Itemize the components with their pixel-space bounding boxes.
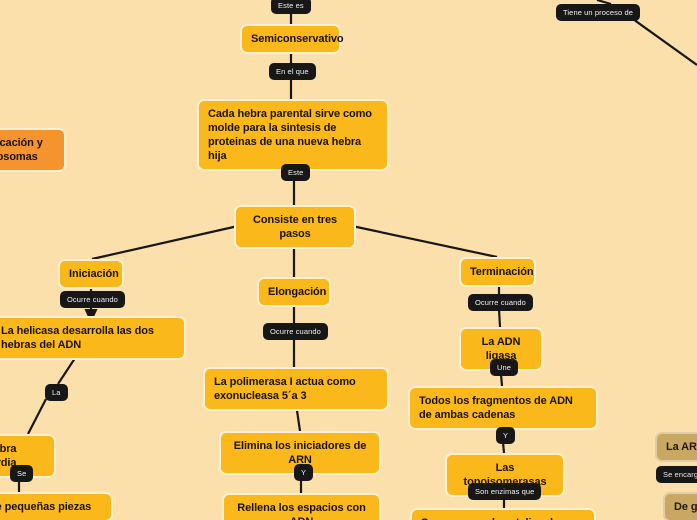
node-la-arn[interactable]: La AR <box>655 432 697 462</box>
node-fragmentos[interactable]: Todos los fragmentos de ADN de ambas cad… <box>408 386 598 430</box>
connector-y-frag[interactable]: Y <box>496 427 516 444</box>
node-terminacion[interactable]: Terminación <box>459 257 536 287</box>
connector-ocurre-cuando-ter[interactable]: Ocurre cuando <box>468 294 533 311</box>
node-molde[interactable]: Cada hebra parental sirve como molde par… <box>197 99 389 171</box>
node-iniciacion[interactable]: Iniciación <box>58 259 124 289</box>
node-helicasa[interactable]: La helicasa desarrolla las dos hebras de… <box>0 316 186 360</box>
edge-la-hebratardia <box>27 398 47 435</box>
connector-la[interactable]: La <box>45 384 68 401</box>
connector-y-elimina[interactable]: Y <box>294 464 314 481</box>
node-rellena-espacios[interactable]: Rellena los espacios con ADN <box>222 493 381 520</box>
node-de-genes[interactable]: De ge <box>663 492 697 520</box>
edge-tiene-proceso-right <box>625 13 697 66</box>
edge-ocurre-ligasa <box>497 308 502 328</box>
node-pequenas-piezas[interactable]: de pequeñas piezas <box>0 492 113 520</box>
connector-se-encarga[interactable]: Se encarga <box>656 466 697 483</box>
edge-tres-ini <box>91 224 239 261</box>
connector-son-enzimas-que[interactable]: Son enzimas que <box>468 483 542 500</box>
node-catalizar-rotura[interactable]: Se encargan de catalizar la rotura <box>410 508 596 520</box>
connector-tiene-un-proceso-de[interactable]: Tiene un proceso de <box>556 4 641 21</box>
connector-este-es[interactable]: Este es <box>271 0 311 14</box>
connector-ocurre-cuando-ini[interactable]: Ocurre cuando <box>60 291 125 308</box>
connector-este[interactable]: Este <box>281 164 311 181</box>
node-polimerasa-i[interactable]: La polimerasa I actua como exonucleasa 5… <box>203 367 389 411</box>
connector-en-el-que[interactable]: En el que <box>269 63 316 80</box>
connector-se[interactable]: Se <box>10 465 34 482</box>
node-semiconservativo[interactable]: Semiconservativo <box>240 24 344 54</box>
edge-tres-ter <box>351 224 498 259</box>
connector-une[interactable]: Une <box>490 359 519 376</box>
node-elongacion[interactable]: Elongación <box>257 277 331 307</box>
node-tres-pasos[interactable]: Consiste en tres pasos <box>234 205 356 249</box>
connector-ocurre-cuando-elo[interactable]: Ocurre cuando <box>263 323 328 340</box>
node-replicacion-cromosomas[interactable]: plicación y mosomas <box>0 128 66 172</box>
